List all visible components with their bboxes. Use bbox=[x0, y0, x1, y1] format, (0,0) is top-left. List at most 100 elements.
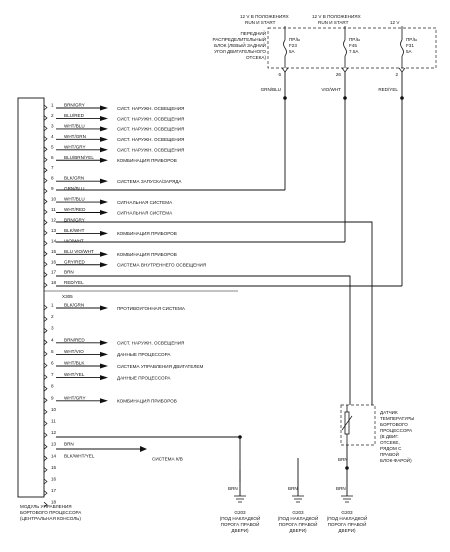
destination-label: СИСТ. НАРУЖН. ОСВЕЩЕНИЯ bbox=[117, 127, 184, 132]
destination-label: ДАННЫЕ ПРОЦЕССОРА bbox=[117, 352, 171, 357]
supply-label-2b: RUN И START bbox=[318, 20, 349, 25]
sensor-label-8: ПРАВОЙ bbox=[380, 450, 399, 457]
pin-terminal bbox=[43, 351, 48, 357]
pin-terminal bbox=[43, 167, 48, 173]
pin-terminal bbox=[43, 136, 48, 142]
pin-number: 15 bbox=[51, 249, 57, 254]
fuse-1-label-c: 5A bbox=[289, 49, 296, 54]
destination-label: СИГНАЛЬНАЯ СИСТЕМА bbox=[117, 210, 173, 215]
svg-text:БОРТОВОГО ПРОЦЕССОРА: БОРТОВОГО ПРОЦЕССОРА bbox=[20, 510, 82, 515]
pin-number: 8 bbox=[51, 384, 54, 389]
pin-number: 1 bbox=[51, 303, 54, 308]
pin-terminal bbox=[43, 409, 48, 415]
ground-1-symbol bbox=[234, 495, 246, 503]
temperature-sensor: ДАТЧИК ТЕМПЕРАТУРЫ БОРТОВОГО ПРОЦЕССОРА … bbox=[340, 404, 414, 463]
splice-dot-sensor bbox=[345, 466, 349, 470]
fuse-symbol-1 bbox=[283, 39, 287, 57]
fuse-symbol-2 bbox=[343, 39, 347, 57]
pin-terminal bbox=[43, 397, 48, 404]
pin-terminal bbox=[43, 146, 48, 153]
pin-number: 18 bbox=[51, 500, 57, 505]
fuse-3-label-a: ПР./Ь bbox=[406, 37, 417, 42]
connector-2-label: X305 bbox=[62, 294, 73, 299]
pin-number: 5 bbox=[51, 349, 54, 354]
connector-2-routing bbox=[56, 436, 241, 482]
wire-arrow bbox=[100, 340, 108, 346]
pin-terminal bbox=[43, 251, 48, 257]
pin-terminal bbox=[43, 420, 48, 427]
pin-number: 5 bbox=[51, 144, 54, 149]
pin-number: 14 bbox=[51, 238, 57, 243]
wire-color-label: GRY/RED bbox=[64, 259, 86, 264]
sensor-label-5: (В ДВИГ. bbox=[380, 434, 399, 439]
destination-label: СИГНАЛЬНАЯ СИСТЕМА bbox=[117, 200, 173, 205]
wire-arrow bbox=[100, 230, 108, 236]
processor-module-box bbox=[17, 97, 45, 498]
destination-label: СИСТ. НАРУЖН. ОСВЕЩЕНИЯ bbox=[117, 106, 184, 111]
pin-terminal bbox=[43, 271, 48, 278]
fuse-box-title-5: ОТСЕКА) bbox=[246, 55, 267, 60]
ground-3-wire-label: BRN bbox=[336, 486, 346, 491]
ground-3-line-3: ДВЕРИ) bbox=[338, 528, 356, 533]
wire-arrow bbox=[100, 147, 108, 153]
wire-arrow bbox=[100, 210, 108, 215]
supply-label-1b: RUN И START bbox=[245, 20, 276, 25]
wire-arrow bbox=[100, 398, 108, 404]
ground-1-wire-label: BRN bbox=[228, 486, 238, 491]
fuse-2-wire-label: VIO/WHT bbox=[321, 87, 341, 92]
pin-number: 12 bbox=[51, 217, 57, 222]
ground-1: BRN G203 (ПОД НАКЛАДКОЙ ПОРОГА ПРАВОЙ ДВ… bbox=[220, 470, 260, 533]
wire-color-label: BLK/WHT bbox=[64, 228, 85, 233]
pin-number: 9 bbox=[51, 186, 54, 191]
ground-3: BRN G203 (ПОД НАКЛАДКОЙ ПОРОГА ПРАВОЙ ДВ… bbox=[327, 470, 368, 533]
pin-number: 16 bbox=[51, 259, 57, 264]
ground-2-line-2: ПОРОГА ПРАВОЙ bbox=[279, 520, 318, 527]
ground-3-line-1: (ПОД НАКЛАДКОЙ bbox=[327, 514, 368, 521]
fuse-box-title-4: УГОЛ ДВИГАТЕЛЬНОГО bbox=[214, 49, 266, 54]
pin-number: 10 bbox=[51, 197, 57, 202]
ground-2-line-1: (ПОД НАКЛАДКОЙ bbox=[278, 514, 319, 521]
destination-label: ПРОТИВОУГОННАЯ СИСТЕМА bbox=[117, 306, 186, 311]
wire-arrow bbox=[100, 157, 108, 163]
fuse-3-label-b: F31 bbox=[406, 43, 414, 48]
wire-color-label: BLU/BRN/YEL bbox=[64, 155, 94, 160]
wire-color-label: GRN/BLU bbox=[64, 186, 84, 191]
wire-color-label: BRN bbox=[64, 270, 74, 275]
wire-arrow bbox=[100, 105, 108, 111]
pin-number: 14 bbox=[51, 453, 57, 458]
pin-terminal bbox=[43, 432, 48, 438]
pin-terminal bbox=[43, 188, 48, 194]
wire-arrow bbox=[100, 363, 108, 369]
wire-color-label: WHT/VIO bbox=[64, 349, 84, 354]
fuse-2-label-c: 7.5A bbox=[349, 49, 359, 54]
pin-terminal bbox=[43, 455, 48, 462]
pin-terminal bbox=[43, 282, 48, 288]
destination-label: СИСТ. НАРУЖН. ОСВЕЩЕНИЯ bbox=[117, 148, 184, 153]
svg-text:МОДУЛЬ УПРАВЛЕНИЯ: МОДУЛЬ УПРАВЛЕНИЯ bbox=[20, 504, 72, 509]
supply-label-1a: 12 V В ПОЛОЖЕНИЯХ bbox=[240, 14, 289, 19]
wire-arrow bbox=[100, 115, 108, 121]
wire-arrow bbox=[100, 305, 108, 311]
destination-label: ДАННЫЕ ПРОЦЕССОРА bbox=[117, 375, 171, 380]
wire-arrow bbox=[100, 136, 108, 142]
pin-terminal bbox=[43, 339, 48, 346]
pin-terminal bbox=[43, 115, 48, 121]
fuse-1-wire-label: GRN/BLU bbox=[261, 87, 281, 92]
pin-terminal bbox=[43, 443, 48, 450]
fuse-2-label-a: ПР./Ь bbox=[349, 37, 360, 42]
wire-arrow bbox=[100, 251, 108, 257]
fuse-1-label-a: ПР./Ь bbox=[289, 37, 300, 42]
sensor-outline bbox=[340, 404, 376, 446]
fuse-wires bbox=[284, 72, 403, 286]
pin-number: 15 bbox=[51, 465, 57, 470]
pin-number: 7 bbox=[51, 165, 54, 170]
pin-number: 3 bbox=[51, 326, 54, 331]
fuse-box: ПЕРЕДНИЙ РАСПРЕДЕЛИТЕЛЬНЫЙ БЛОК (ЛЕВЫЙ З… bbox=[212, 14, 437, 77]
wire-arrow bbox=[100, 126, 108, 132]
ground-1-id: G203 bbox=[234, 510, 246, 515]
fuse-1-pin: 6 bbox=[278, 72, 281, 77]
splice-dot-ground-1 bbox=[238, 435, 242, 439]
ground-1-line-2: ПОРОГА ПРАВОЙ bbox=[221, 520, 260, 527]
pin-terminal bbox=[43, 374, 48, 380]
